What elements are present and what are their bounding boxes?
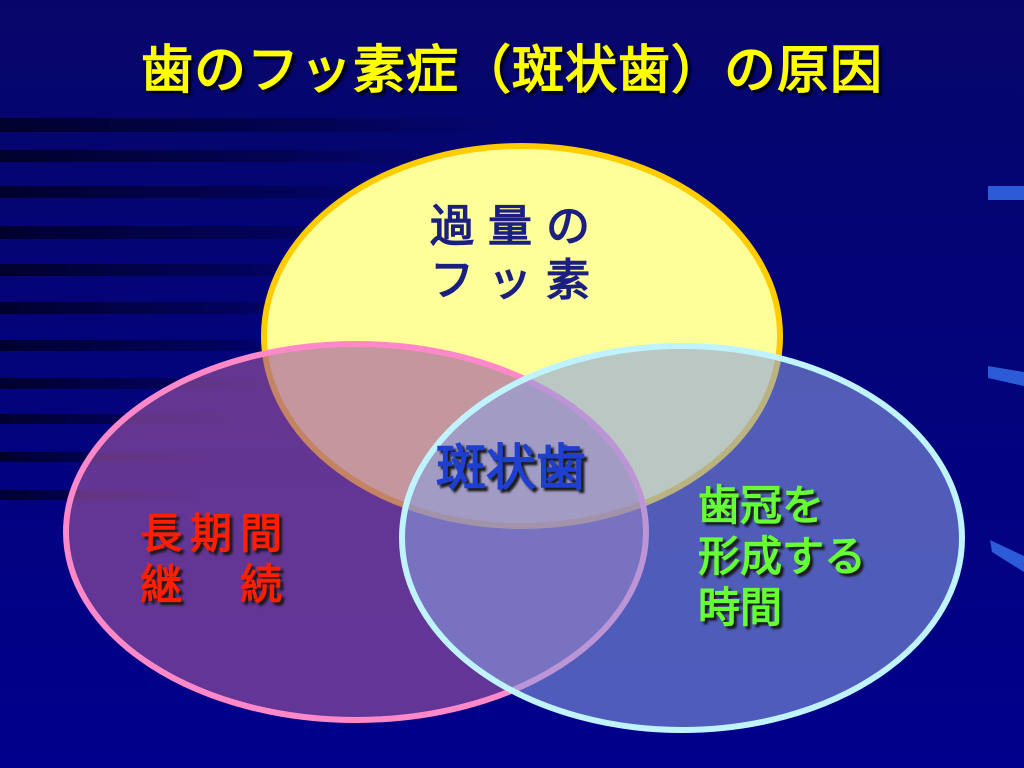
fluoride-label-line: フッ素 [430,254,604,306]
duration-label-line: 長期間 [140,509,291,558]
center-label: 斑状歯 [436,439,586,497]
fluoride-label: 過量の フッ素 [430,200,640,307]
background-accents [988,186,1024,572]
fluoride-label-line: 過量の [430,201,604,252]
crown-formation-label-line: 歯冠を [698,481,825,530]
page-title: 歯のフッ素症（斑状歯）の原因 [140,41,883,101]
duration-label-line: 継 続 [140,560,291,610]
duration-label: 長期間 継 続 [140,508,290,610]
crown-formation-label: 歯冠を 形成する 時間 [698,480,866,634]
crown-formation-label-line: 形成する [698,532,867,582]
crown-formation-circle [399,343,965,733]
crown-formation-label-line: 時間 [698,583,783,633]
